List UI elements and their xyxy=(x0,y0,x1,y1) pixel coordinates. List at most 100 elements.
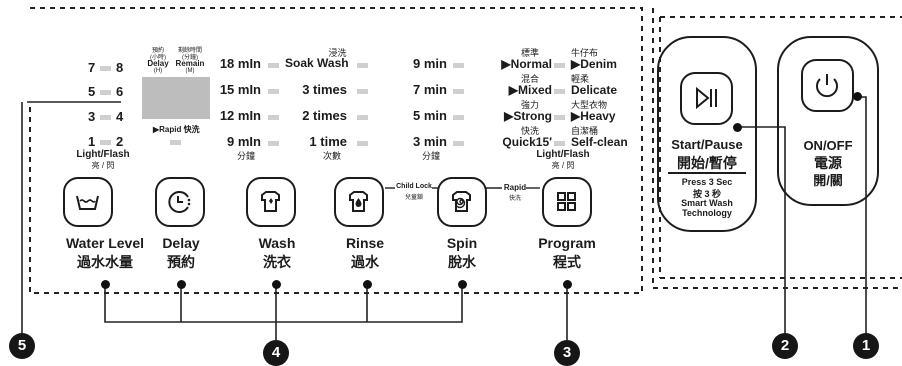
light-flash-zh: 亮 / 閃 xyxy=(91,161,115,170)
program-led xyxy=(554,89,565,94)
level-led xyxy=(100,66,111,71)
press-3-sec-zh: 按 3 秒 xyxy=(692,189,721,199)
wash-9: 9 mIn xyxy=(227,134,261,149)
wash-15: 15 mIn xyxy=(219,82,261,97)
shirt-rinse-icon xyxy=(349,191,368,212)
level-5: 5 xyxy=(88,84,96,99)
power-zh-onoff: 開/關 xyxy=(813,173,843,188)
rinse-1: 1 time xyxy=(309,134,347,149)
spin-led xyxy=(453,63,464,68)
remain-unit: (M) xyxy=(185,68,195,74)
delay-button[interactable] xyxy=(155,177,205,227)
start-pause-button[interactable] xyxy=(680,72,733,125)
program-delicate: Delicate xyxy=(571,83,618,97)
callout-dot xyxy=(458,280,467,289)
callout-2-line xyxy=(737,126,786,340)
technology: Technology xyxy=(682,208,732,218)
rapid-indicator: ▶Rapid 快洗 xyxy=(153,125,200,134)
program-normal-zh: 標準 xyxy=(520,48,539,58)
start-pause-panel xyxy=(657,36,757,232)
light-flash-zh-right: 亮 / 閃 xyxy=(551,161,575,170)
callout-5: 5 xyxy=(9,333,35,359)
level-8: 8 xyxy=(116,60,124,75)
rinse-unit: 次數 xyxy=(322,151,341,161)
program-denim: ▶Denim xyxy=(571,57,617,71)
program-mixed-zh: 混合 xyxy=(520,74,539,84)
level-1: 1 xyxy=(88,134,96,149)
smart-wash: Smart Wash xyxy=(681,198,733,208)
wash-led xyxy=(268,141,279,146)
program-selfclean: Self-clean xyxy=(571,135,628,149)
soak-wash: Soak Wash xyxy=(285,56,349,70)
program-strong-zh: 強力 xyxy=(520,100,539,110)
program-quick: Quick15′ xyxy=(502,135,552,149)
control-panel-border xyxy=(29,7,643,294)
wash-led xyxy=(268,89,279,94)
program-heavy-zh: 大型衣物 xyxy=(571,100,608,110)
wash-unit: 分鐘 xyxy=(236,151,255,161)
delay-zh: 預約 xyxy=(151,48,164,54)
start-pause-label: Start/Pause xyxy=(671,137,743,152)
rinse-led xyxy=(357,63,368,68)
rinse-led xyxy=(357,115,368,120)
wash-18: 18 mIn xyxy=(219,56,261,71)
spin-button[interactable] xyxy=(437,177,487,227)
spin-3: 3 min xyxy=(413,134,447,149)
rapid-label: Rapid xyxy=(503,183,527,192)
program-normal: ▶Normal xyxy=(501,57,552,71)
program-delicate-zh: 輕柔 xyxy=(571,74,590,84)
program-quick-zh: 快洗 xyxy=(520,126,539,136)
wash-led xyxy=(268,115,279,120)
rapid-led xyxy=(170,140,181,145)
level-7: 7 xyxy=(88,60,96,75)
power-icon xyxy=(816,74,838,98)
rinse-2: 2 times xyxy=(302,108,347,123)
power-panel-border-outer xyxy=(652,8,902,289)
callout-dot xyxy=(177,280,186,289)
callout-3: 3 xyxy=(554,340,580,366)
level-led xyxy=(100,115,111,120)
power-button[interactable] xyxy=(801,59,854,112)
timer-display xyxy=(142,77,210,119)
water-level-button[interactable] xyxy=(63,177,113,227)
program-button[interactable] xyxy=(542,177,592,227)
rinse-3: 3 times xyxy=(302,82,347,97)
power-zh: 電源 xyxy=(814,155,842,171)
remain-en: Remain xyxy=(175,59,205,68)
start-pause-zh: 開始/暫停 xyxy=(677,155,737,171)
remain-zh-unit: (分鐘) xyxy=(182,55,198,61)
callout-4: 4 xyxy=(263,340,289,366)
child-lock-label: Child Lock xyxy=(396,183,432,190)
wash-button[interactable] xyxy=(246,177,296,227)
wash-12: 12 mIn xyxy=(219,108,261,123)
callout-dot xyxy=(101,280,110,289)
callout-dot xyxy=(853,92,862,101)
play-arrow-icon: ▶ xyxy=(153,125,160,134)
level-2: 2 xyxy=(116,134,124,149)
rinse-button[interactable] xyxy=(334,177,384,227)
remain-zh: 剩餘時間 xyxy=(177,48,202,54)
program-led xyxy=(554,63,565,68)
callout-4-bracket xyxy=(104,284,463,323)
divider xyxy=(668,172,746,174)
program-led xyxy=(554,115,565,120)
program-strong: ▶Strong xyxy=(504,109,552,123)
spin-9: 9 min xyxy=(413,56,447,71)
program-heavy: ▶Heavy xyxy=(571,109,616,123)
program-selfclean-zh: 自潔桶 xyxy=(571,126,599,136)
rapid-zh: 快洗 xyxy=(508,196,521,202)
level-led xyxy=(100,90,111,95)
callout-dot xyxy=(563,280,572,289)
spin-led xyxy=(453,89,464,94)
level-4: 4 xyxy=(116,109,124,124)
shirt-wash-icon xyxy=(261,191,280,212)
grid-icon xyxy=(557,192,576,211)
program-mixed: ▶Mixed xyxy=(508,83,552,97)
power-label: ON/OFF xyxy=(803,138,853,153)
light-flash-label: Light/Flash xyxy=(76,149,130,160)
spin-5: 5 min xyxy=(413,108,447,123)
